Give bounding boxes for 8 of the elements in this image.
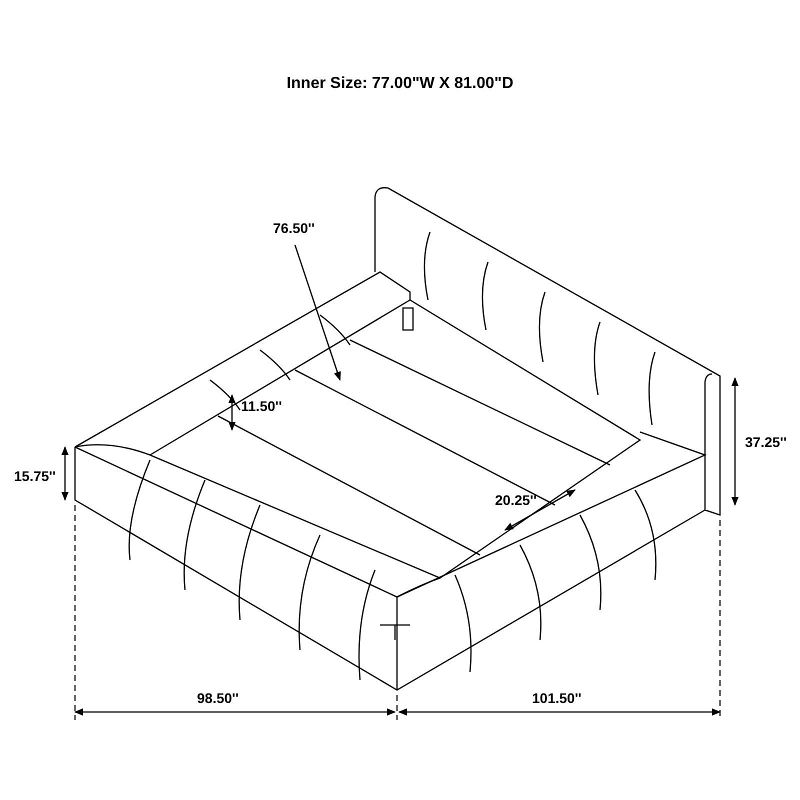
dimension-label: 20.25'' (495, 492, 537, 508)
dimension-label: 37.25'' (745, 434, 787, 450)
dimension-label: 11.50'' (241, 398, 282, 414)
title: Inner Size: 77.00"W X 81.00"D (286, 75, 514, 93)
dimension-label: 101.50'' (532, 690, 582, 706)
dimension-label: 76.50'' (273, 220, 315, 236)
dimension-label: 15.75'' (14, 468, 56, 484)
dimension-label: 98.50'' (197, 690, 239, 706)
